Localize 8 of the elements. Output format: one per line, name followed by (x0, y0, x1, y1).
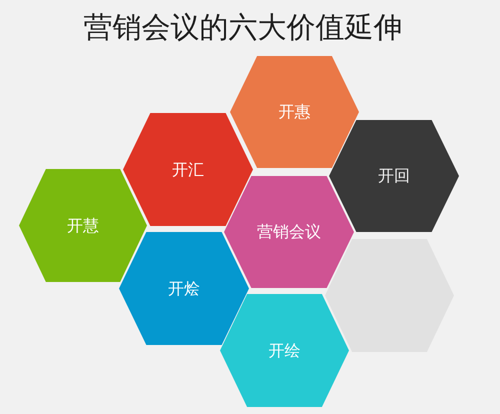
diagram-title: 营销会议的六大价值延伸 (82, 10, 404, 44)
hexagon-label: 开惠 (278, 102, 310, 122)
hexagon-label: 开烩 (168, 278, 200, 298)
hexagon-label: 营销会议 (257, 222, 321, 242)
hexagon-label: 开慧 (67, 216, 99, 236)
hexagon-label: 开汇 (172, 160, 204, 180)
hexagon-label: 开绘 (268, 340, 300, 360)
hexagon-label: 开回 (378, 166, 410, 186)
